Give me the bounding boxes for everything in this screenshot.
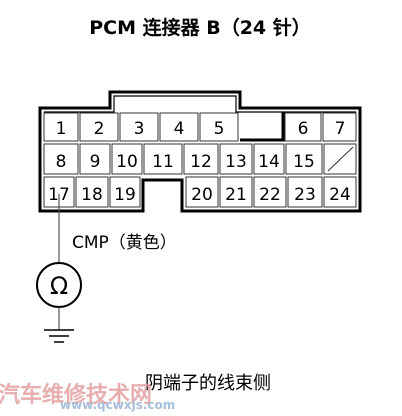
caption: 阴端子的线束侧 xyxy=(145,373,271,394)
pin-label-7: 7 xyxy=(335,119,346,139)
wire-label: CMP（黄色） xyxy=(72,233,177,253)
pin-label-21: 21 xyxy=(225,185,247,205)
pin-cell-22 xyxy=(253,176,287,208)
pin-cell-4 xyxy=(159,112,199,142)
pin-cell-11 xyxy=(143,143,183,175)
pin-cell-7 xyxy=(322,112,357,142)
unused-pin-slash xyxy=(327,146,354,172)
pin-cell-20 xyxy=(185,176,219,208)
pin-cell-6 xyxy=(284,112,322,142)
pin-cell-14 xyxy=(253,143,285,175)
pin-cell-15 xyxy=(285,143,323,175)
pin-cell-21 xyxy=(219,176,253,208)
pin-label-3: 3 xyxy=(134,119,145,139)
pin-cell-10 xyxy=(111,143,143,175)
ground-icon xyxy=(44,329,74,343)
pin-label-1: 1 xyxy=(56,119,67,139)
pin-label-12: 12 xyxy=(190,152,212,172)
pin-label-6: 6 xyxy=(298,119,309,139)
pin-cell-5 xyxy=(199,112,239,142)
pin-cell-23 xyxy=(287,176,323,208)
pin-label-13: 13 xyxy=(225,152,247,172)
ohm-symbol: Ω xyxy=(50,272,68,300)
pin-label-19: 19 xyxy=(114,185,136,205)
pin-cell-16-unused xyxy=(323,143,357,175)
pin-label-8: 8 xyxy=(56,152,67,172)
pin-label-24: 24 xyxy=(329,185,351,205)
pin-cell-12 xyxy=(183,143,219,175)
connector-shell xyxy=(38,90,362,213)
page-title: PCM 连接器 B（24 针） xyxy=(89,16,311,39)
pin-cell-2 xyxy=(79,112,119,142)
pin-cell-8 xyxy=(43,143,79,175)
pin-label-18: 18 xyxy=(81,185,103,205)
watermark-url: www.qcwxjs.com xyxy=(60,398,175,412)
pin-label-10: 10 xyxy=(116,152,138,172)
pin-label-5: 5 xyxy=(214,119,225,139)
pin-label-20: 20 xyxy=(191,185,213,205)
pin-cell-9 xyxy=(79,143,111,175)
pin-cell-18 xyxy=(75,176,109,208)
pin-label-23: 23 xyxy=(294,185,316,205)
pin-label-4: 4 xyxy=(174,119,185,139)
pin-label-22: 22 xyxy=(259,185,281,205)
pin-cell-3 xyxy=(119,112,159,142)
watermark-title: 汽车维修技术网 xyxy=(0,382,152,408)
pin-label-11: 11 xyxy=(152,152,174,172)
pin-label-2: 2 xyxy=(94,119,105,139)
pin-label-9: 9 xyxy=(90,152,101,172)
pin-label-14: 14 xyxy=(258,152,280,172)
pin-cell-1 xyxy=(43,112,79,142)
pin-label-15: 15 xyxy=(293,152,315,172)
pin-grid: 1 2 3 4 5 6 7 8 9 10 11 12 13 14 15 17 xyxy=(43,112,357,208)
connector-key-notch xyxy=(240,112,285,142)
pin-cell-24 xyxy=(323,176,357,208)
pin-cell-19 xyxy=(109,176,141,208)
connector-inner-edge xyxy=(44,95,356,113)
pin-cell-13 xyxy=(219,143,253,175)
